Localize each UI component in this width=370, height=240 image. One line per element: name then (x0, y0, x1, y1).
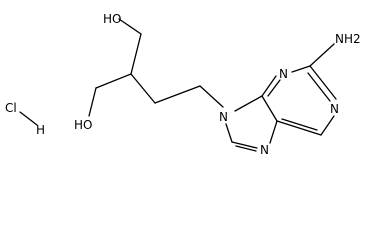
hydroxyl-label-bottom: HO (74, 118, 92, 132)
bond-ch2-ch2-chain (154, 85, 201, 104)
hydroxyl-label-top: HO (103, 12, 121, 26)
atom-labels: HO HO NH2 N N N N Cl H (5, 12, 361, 157)
bond-n9-c8 (225, 123, 233, 143)
bond-n1-c6 (320, 115, 335, 136)
bond-c2-nh2 (309, 43, 335, 67)
chemical-structure: HO HO NH2 N N N N Cl H (5, 12, 361, 157)
bond-ch-ch2-bottom (95, 73, 132, 89)
bond-c2-n1-outer (309, 65, 337, 100)
hcl-chlorine-label: Cl (5, 101, 17, 115)
bond-n3-c2 (291, 65, 311, 73)
bonds (19, 18, 337, 152)
bond-c5-c4 (261, 95, 278, 122)
bond-ch-ch2-chain (130, 73, 156, 104)
bond-c2-n1-inner (307, 72, 331, 102)
bond-cl-h (19, 111, 38, 126)
bond-c6-c5-outer (276, 120, 322, 136)
bond-ho-ch2-top (118, 18, 142, 35)
bond-c4-n9 (234, 95, 263, 112)
ring-nitrogen-n7: N (260, 143, 269, 157)
ring-nitrogen-n3: N (279, 67, 288, 81)
bond-ch2-ho-bottom (88, 87, 97, 117)
bond-ch2-ch-top (130, 33, 142, 75)
hcl-hydrogen-label: H (36, 123, 45, 137)
bond-n7-c5 (269, 120, 278, 144)
bond-ch2-n9 (199, 85, 224, 108)
bond-c8-n7-inner (235, 145, 257, 152)
bond-c8-n7-outer (231, 141, 258, 149)
amine-label: NH2 (335, 32, 361, 46)
bond-c4-n3-outer (261, 75, 277, 97)
ring-nitrogen-n1: N (330, 102, 339, 116)
ring-nitrogen-n9: N (219, 110, 228, 124)
bond-c4-n3-inner (267, 79, 281, 97)
bond-c6-c5-inner (281, 118, 318, 131)
